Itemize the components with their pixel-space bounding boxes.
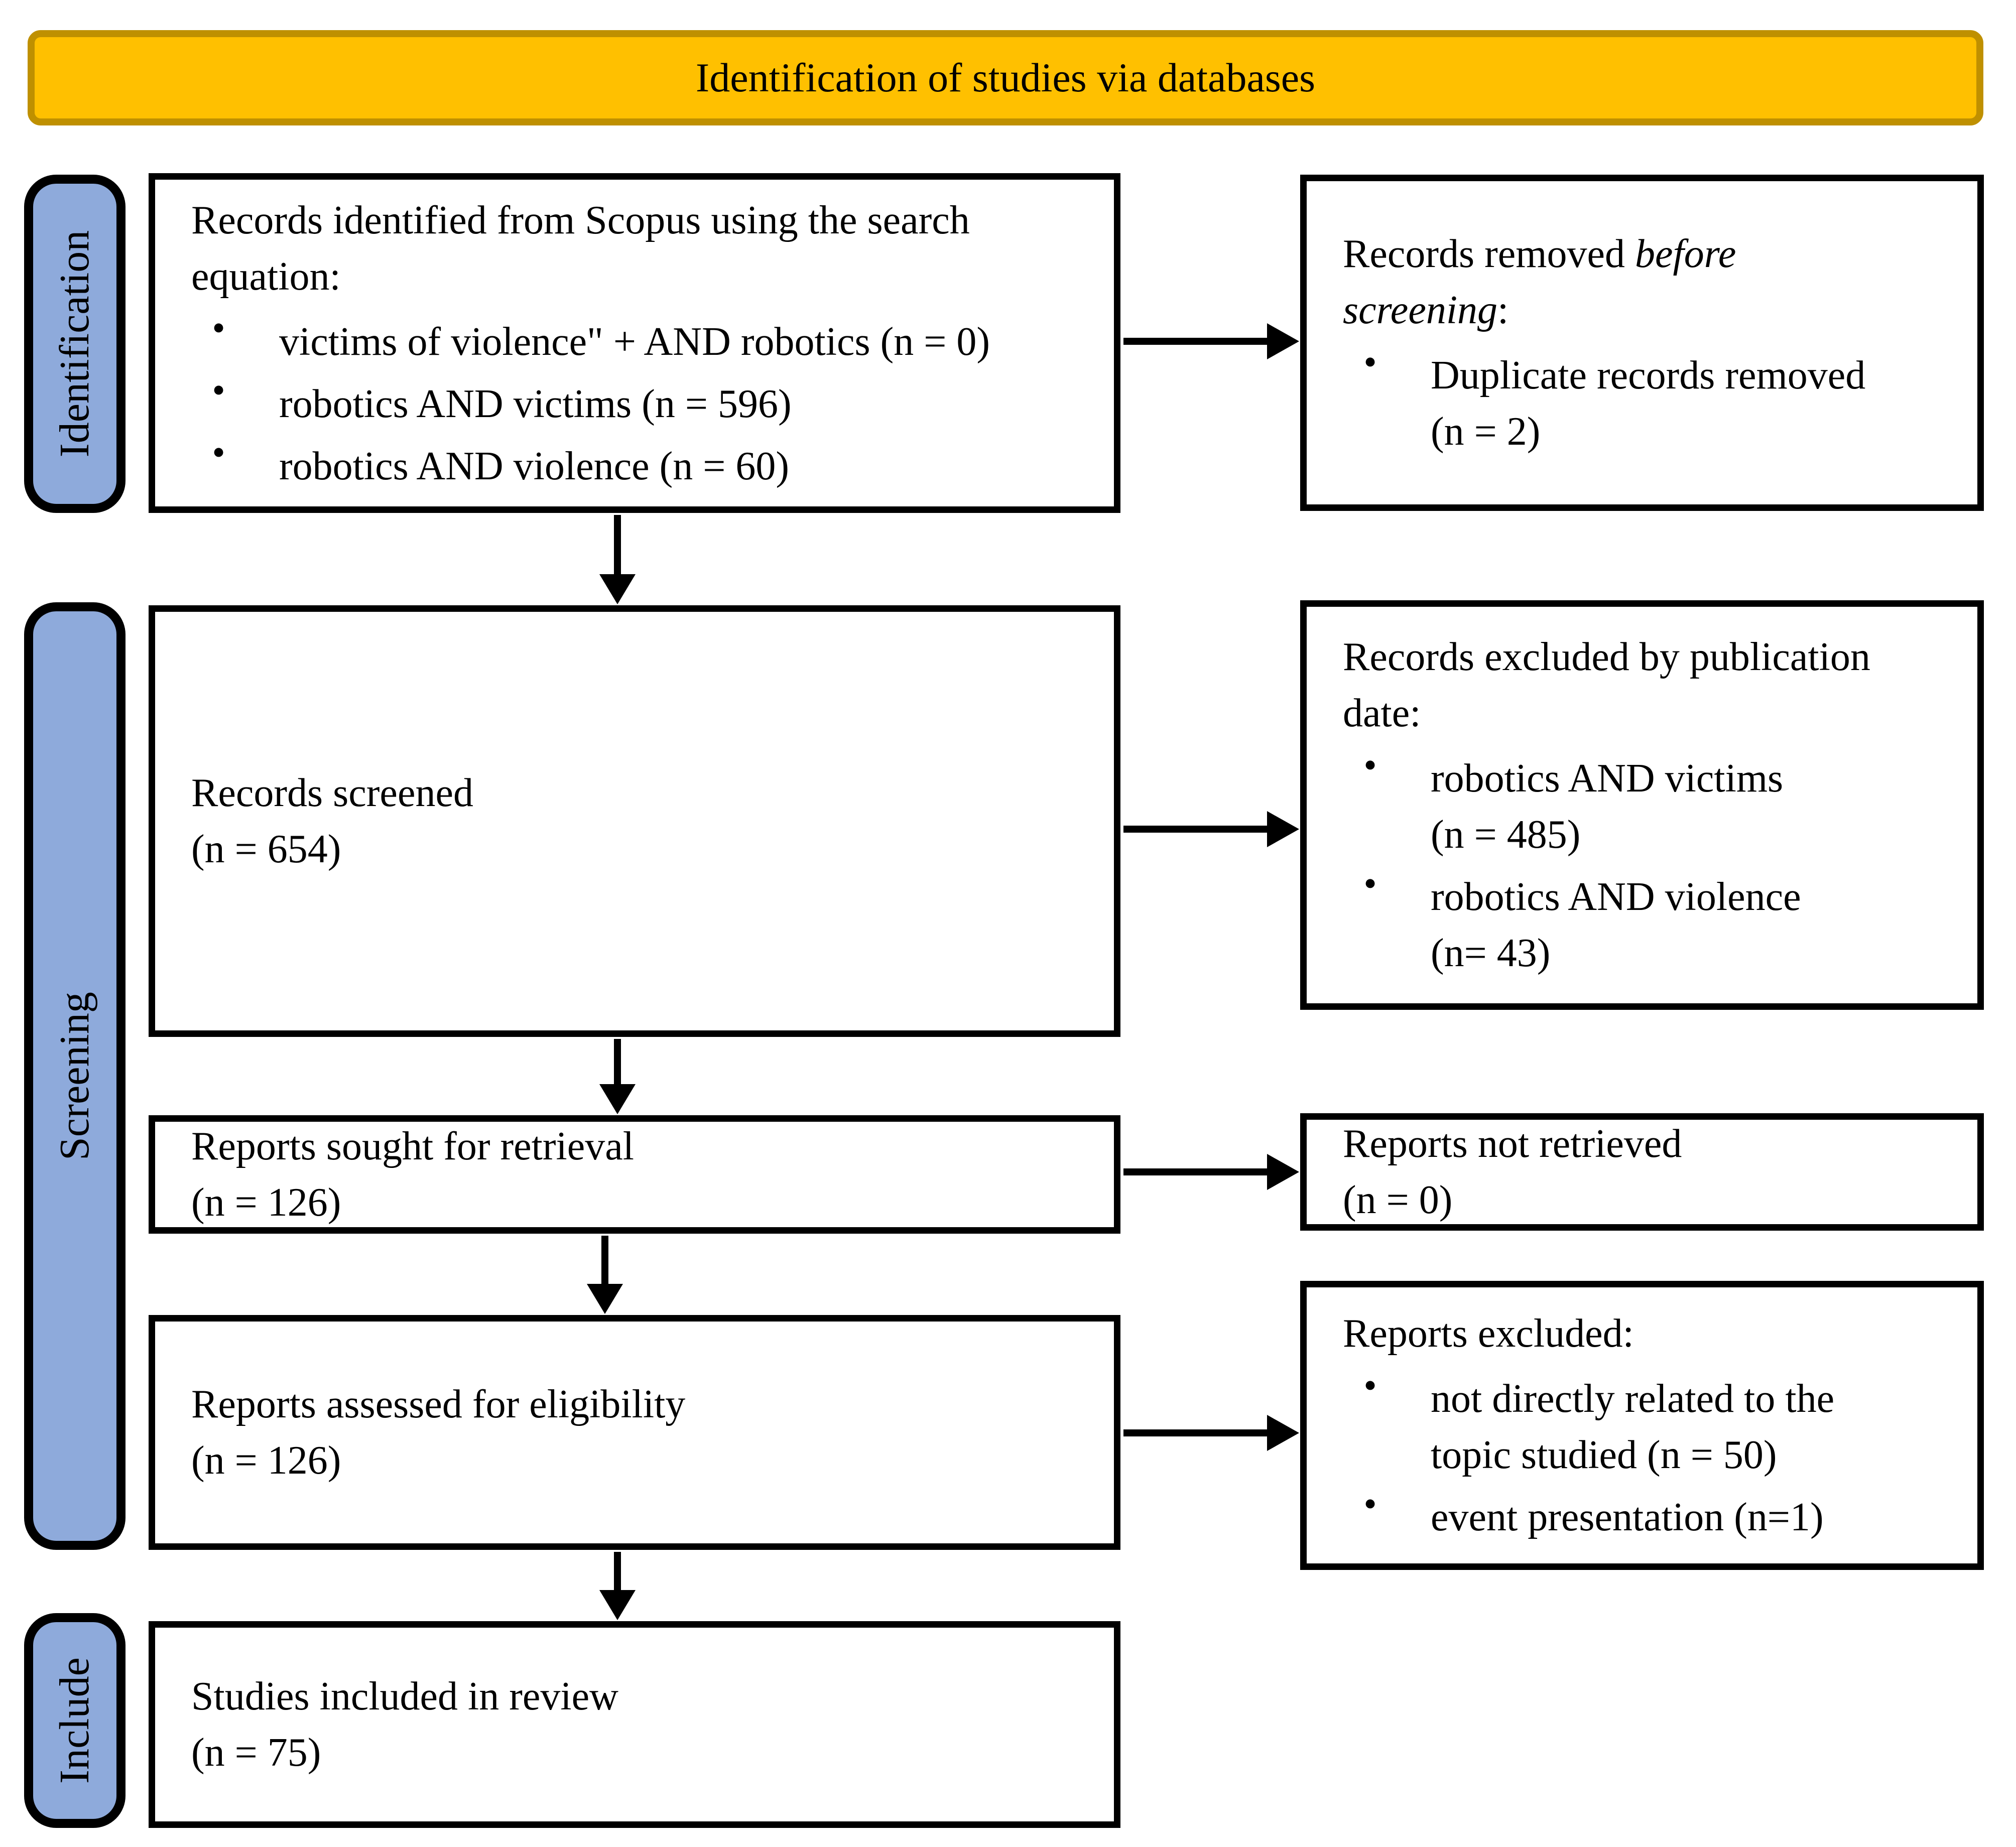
reports-not-retrieved-text: Reports not retrieved (n = 0) xyxy=(1343,1122,1682,1222)
box-reports-excluded: Reports excluded: not directly related t… xyxy=(1300,1281,1984,1570)
records-removed-title-italic: before screening xyxy=(1343,232,1736,332)
studies-included-text: Studies included in review (n = 75) xyxy=(191,1674,618,1775)
records-excluded-list: robotics AND victims (n = 485) robotics … xyxy=(1343,744,1957,981)
box-records-removed-before-screening: Records removed before screening: Duplic… xyxy=(1300,175,1984,511)
reports-assessed-text: Reports assessed for eligibility (n = 12… xyxy=(191,1382,686,1483)
box-reports-assessed: Reports assessed for eligibility (n = 12… xyxy=(149,1315,1120,1550)
bullet-item: robotics AND victims (n = 596) xyxy=(191,376,1094,432)
records-identified-title: Records identified from Scopus using the… xyxy=(191,198,970,299)
reports-excluded-title: Reports excluded: xyxy=(1343,1311,1634,1356)
records-removed-list: Duplicate records removed (n = 2) xyxy=(1343,341,1957,460)
bullet-item: robotics AND victims (n = 485) xyxy=(1343,750,1957,863)
reports-excluded-list: not directly related to the topic studie… xyxy=(1343,1365,1957,1545)
records-removed-title-prefix: Records removed xyxy=(1343,232,1635,276)
reports-sought-text: Reports sought for retrieval (n = 126) xyxy=(191,1124,634,1225)
box-reports-sought: Reports sought for retrieval (n = 126) xyxy=(149,1115,1120,1234)
records-screened-text: Records screened (n = 654) xyxy=(191,771,473,871)
bullet-item: not directly related to the topic studie… xyxy=(1343,1371,1957,1483)
records-identified-list: victims of violence" + AND robotics (n =… xyxy=(191,308,1094,494)
box-records-screened: Records screened (n = 654) xyxy=(149,605,1120,1037)
bullet-item: robotics AND violence (n = 60) xyxy=(191,438,1094,494)
diagram-title: Identification of studies via databases xyxy=(695,54,1316,100)
arrow-sought-to-not-retrieved xyxy=(1123,1154,1299,1190)
box-studies-included: Studies included in review (n = 75) xyxy=(149,1621,1120,1828)
box-records-identified: Records identified from Scopus using the… xyxy=(149,173,1120,513)
arrow-assessed-to-excluded xyxy=(1123,1415,1299,1451)
records-excluded-title: Records excluded by publication date: xyxy=(1343,635,1870,735)
stage-label-include-text: Include xyxy=(51,1657,98,1784)
title-banner: Identification of studies via databases xyxy=(28,30,1983,125)
arrow-screened-to-excluded xyxy=(1123,811,1299,847)
arrow-sought-to-assessed xyxy=(587,1236,623,1314)
arrow-screened-to-sought xyxy=(599,1039,636,1114)
arrow-assessed-to-included xyxy=(599,1552,636,1620)
records-removed-title-suffix: : xyxy=(1497,288,1509,332)
records-removed-title: Records removed before screening: xyxy=(1343,226,1795,338)
bullet-item: event presentation (n=1) xyxy=(1343,1489,1957,1545)
box-records-excluded-by-date: Records excluded by publication date: ro… xyxy=(1300,600,1984,1010)
bullet-item: Duplicate records removed (n = 2) xyxy=(1343,347,1957,460)
arrow-identified-to-screened xyxy=(599,515,636,604)
arrow-identified-to-removed xyxy=(1123,323,1299,359)
bullet-item: robotics AND violence (n= 43) xyxy=(1343,869,1957,981)
stage-label-identification-text: Identification xyxy=(51,230,98,458)
box-reports-not-retrieved: Reports not retrieved (n = 0) xyxy=(1300,1113,1984,1231)
stage-label-screening-text: Screening xyxy=(51,992,98,1160)
stage-label-identification: Identification xyxy=(24,175,125,513)
stage-label-screening: Screening xyxy=(24,602,125,1550)
stage-label-include: Include xyxy=(24,1613,125,1828)
bullet-item: victims of violence" + AND robotics (n =… xyxy=(191,314,1094,370)
